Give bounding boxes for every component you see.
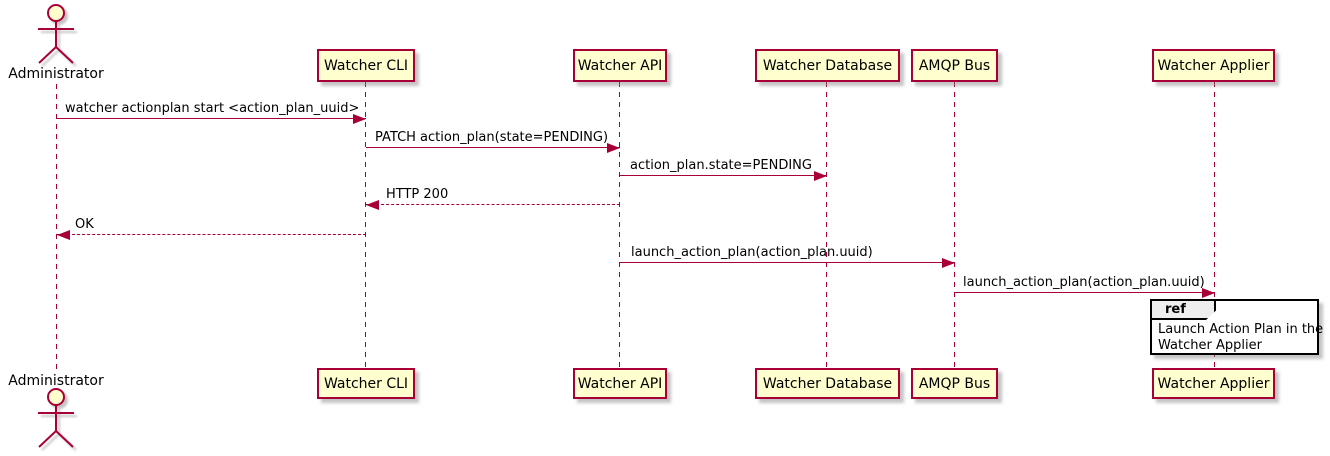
message-line — [620, 175, 827, 176]
message-line — [955, 292, 1215, 293]
participant-amqp-bus-bottom: AMQP Bus — [911, 368, 998, 399]
arrowhead-left-icon — [366, 200, 379, 210]
arrowhead-right-icon — [942, 258, 955, 268]
participant-watcher-applier-bottom: Watcher Applier — [1152, 368, 1275, 399]
participant-watcher-database-bottom: Watcher Database — [755, 368, 900, 399]
ref-keyword-tab: ref — [1152, 301, 1216, 320]
lifeline-watcher-cli — [365, 82, 366, 368]
actor-administrator-top-label: Administrator — [8, 66, 104, 82]
actor-administrator-bottom-label: Administrator — [8, 373, 104, 389]
arrowhead-right-icon — [353, 114, 366, 124]
message-label: OK — [75, 217, 94, 232]
message-line — [57, 118, 366, 119]
message-label: launch_action_plan(action_plan.uuid) — [963, 275, 1205, 290]
message-label: watcher actionplan start <action_plan_uu… — [65, 101, 360, 116]
participant-amqp-bus-top: AMQP Bus — [911, 49, 998, 82]
lifeline-watcher-applier — [1214, 82, 1215, 368]
participant-watcher-database-top: Watcher Database — [755, 49, 900, 82]
ref-fragment-text: Launch Action Plan in the Watcher Applie… — [1158, 322, 1323, 354]
lifeline-watcher-api — [619, 82, 620, 368]
participant-watcher-cli-bottom: Watcher CLI — [317, 368, 415, 399]
message-line — [620, 262, 955, 263]
arrowhead-right-icon — [1202, 288, 1215, 298]
lifeline-administrator — [56, 84, 57, 373]
participant-watcher-cli-top: Watcher CLI — [317, 49, 415, 82]
lifeline-watcher-database — [826, 82, 827, 368]
actor-administrator-top-icon — [38, 4, 74, 64]
ref-fragment-line-1: Launch Action Plan in the — [1158, 322, 1324, 337]
arrowhead-right-icon — [814, 171, 827, 181]
message-label: PATCH action_plan(state=PENDING) — [375, 130, 609, 145]
participant-watcher-api-bottom: Watcher API — [573, 368, 667, 399]
message-line — [366, 204, 620, 205]
actor-administrator-bottom-icon — [38, 388, 74, 448]
ref-fragment-line-2: Watcher Applier — [1158, 338, 1262, 353]
message-label: action_plan.state=PENDING — [630, 158, 812, 173]
arrowhead-right-icon — [607, 143, 620, 153]
arrowhead-left-icon — [57, 230, 70, 240]
ref-fragment: ref Launch Action Plan in the Watcher Ap… — [1150, 299, 1323, 355]
message-label: HTTP 200 — [386, 187, 449, 202]
lifeline-amqp-bus — [954, 82, 955, 368]
message-line — [366, 147, 620, 148]
participant-watcher-api-top: Watcher API — [573, 49, 667, 82]
participant-watcher-applier-top: Watcher Applier — [1152, 49, 1275, 82]
message-label: launch_action_plan(action_plan.uuid) — [631, 245, 873, 260]
message-line — [57, 234, 366, 235]
